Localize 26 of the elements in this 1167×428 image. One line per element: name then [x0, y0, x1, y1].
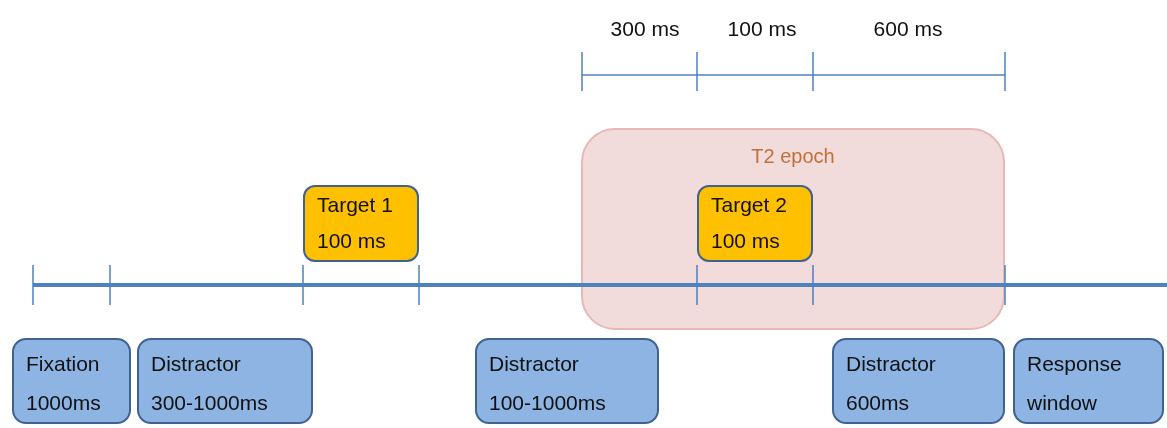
event-name: Distractor: [846, 351, 937, 377]
duration-label: 100 ms: [726, 16, 798, 42]
target-box: [697, 185, 813, 262]
duration-label: 600 ms: [872, 16, 944, 42]
event-name: Fixation: [26, 351, 101, 377]
event-box: [475, 338, 659, 424]
event-box: [832, 338, 1005, 424]
target-box: [303, 185, 419, 262]
event-box: [12, 338, 131, 424]
event-box: [1013, 338, 1164, 424]
event-duration: 1000ms: [26, 390, 102, 416]
epoch-band: [581, 128, 1005, 330]
event-duration: 100-1000ms: [489, 390, 607, 416]
event-duration: 100 ms: [711, 228, 781, 254]
event-duration: 300-1000ms: [151, 390, 269, 416]
duration-label: 300 ms: [609, 16, 681, 42]
event-name: Target 1: [317, 192, 394, 218]
event-name: Target 2: [711, 192, 788, 218]
event-name: Distractor: [151, 351, 242, 377]
event-name: Distractor: [489, 351, 580, 377]
event-duration: 100 ms: [317, 228, 387, 254]
event-name: Response: [1027, 351, 1123, 377]
event-duration: window: [1027, 390, 1099, 416]
event-box: [137, 338, 313, 424]
event-duration: 600ms: [846, 390, 911, 416]
epoch-title: T2 epoch: [750, 144, 836, 169]
